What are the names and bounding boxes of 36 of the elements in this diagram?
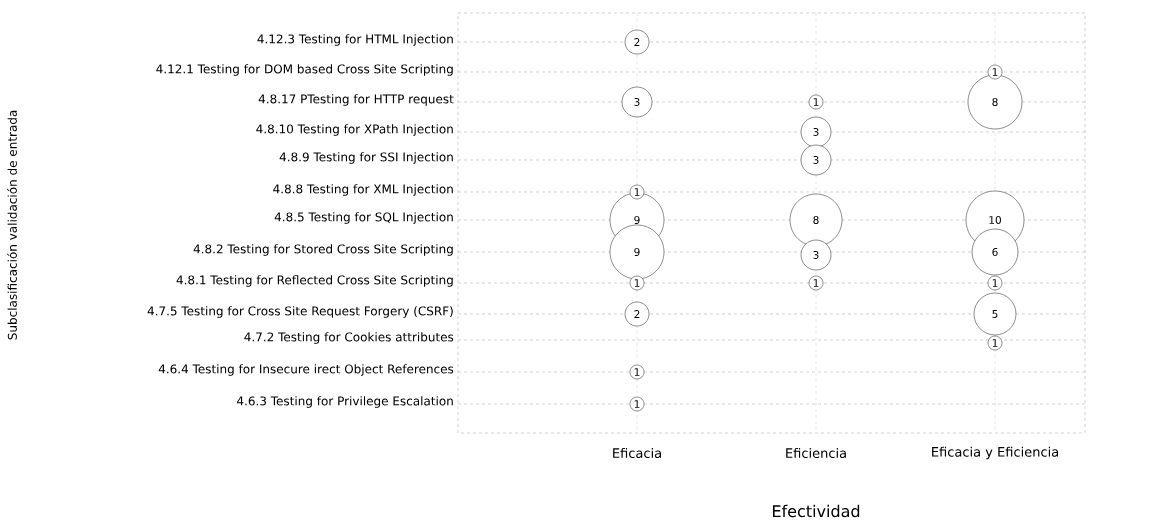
tick-label: 4.8.8 Testing for XML Injection: [273, 184, 453, 196]
bubble: 3: [800, 239, 832, 271]
tick-label: 4.8.17 PTesting for HTTP request: [258, 94, 454, 106]
bubble: 5: [973, 292, 1017, 336]
tick-label: Eficacia y Eficiencia: [932, 446, 1058, 460]
axis-title: Subclasificación validación de entrada: [7, 110, 17, 340]
bubble: 1: [808, 275, 824, 291]
bubble: 6: [971, 228, 1019, 276]
tick-label: 4.12.3 Testing for HTML Injection: [257, 34, 453, 46]
bubble: 9: [609, 224, 665, 280]
bubble: 3: [800, 144, 832, 176]
bubble: 1: [629, 184, 645, 200]
tick-label: 4.8.2 Testing for Stored Cross Site Scripting: [193, 244, 453, 256]
bubble: 1: [629, 396, 645, 412]
tick-label: 4.6.3 Testing for Privilege Escalation: [237, 396, 453, 408]
bubble: 1: [808, 94, 824, 110]
axis-title: Efectividad: [773, 504, 860, 518]
tick-label: Eficacia: [613, 447, 661, 459]
tick-label: 4.7.2 Testing for Cookies attributes: [244, 332, 454, 344]
bubble: 1: [987, 335, 1003, 351]
bubble: 1: [629, 275, 645, 291]
bubble: 1: [987, 275, 1003, 291]
bubble: 1: [629, 364, 645, 380]
tick-label: 4.7.5 Testing for Cross Site Request Forgery (CSRF): [147, 306, 453, 318]
tick-label: 4.6.4 Testing for Insecure irect Object References: [158, 364, 454, 376]
tick-label: 4.12.1 Testing for DOM based Cross Site Scripting: [156, 64, 453, 76]
bubble: 3: [800, 116, 832, 148]
bubble: 1: [987, 64, 1003, 80]
tick-label: 4.8.5 Testing for SQL Injection: [274, 212, 453, 224]
bubble: 3: [621, 86, 653, 118]
bubble: 2: [624, 301, 650, 327]
tick-label: Eficiencia: [786, 447, 846, 459]
bubble: 2: [624, 29, 650, 55]
tick-label: 4.8.1 Testing for Reflected Cross Site Scripting: [176, 275, 453, 287]
tick-label: 4.8.10 Testing for XPath Injection: [256, 124, 453, 136]
tick-label: 4.8.9 Testing for SSI Injection: [279, 152, 453, 164]
